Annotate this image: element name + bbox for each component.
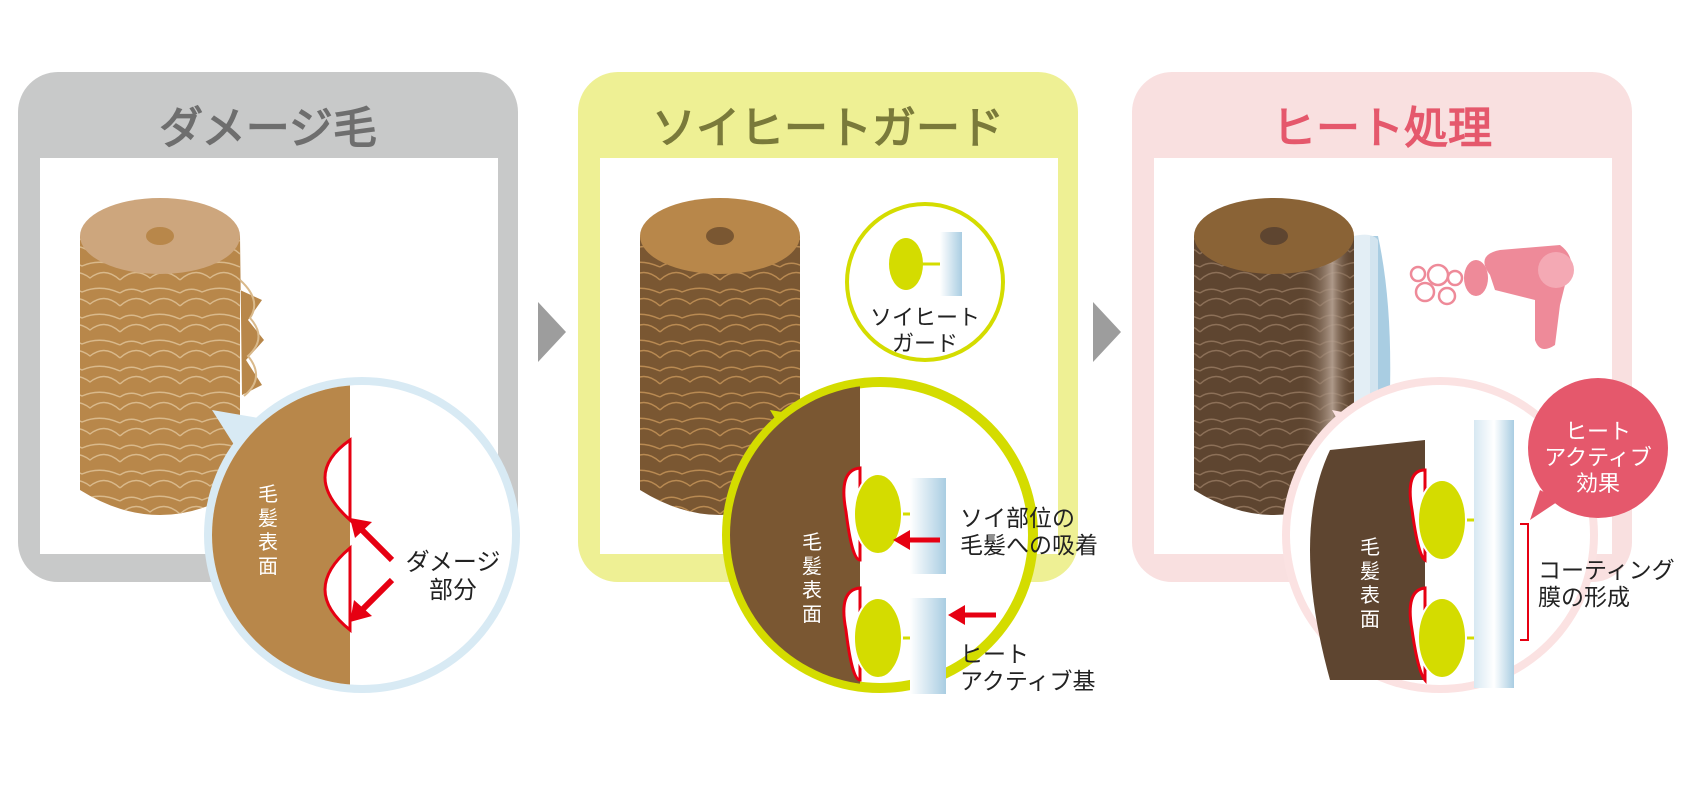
- hair-surface-label: 毛髪表面: [258, 482, 286, 578]
- damage-label: ダメージ 部分: [398, 548, 508, 604]
- hair-surface-label: 毛髪表面: [802, 530, 830, 626]
- effect-bubble-line-2: アクティブ: [1530, 446, 1666, 472]
- effect-bubble-label: ヒート アクティブ 効果: [1530, 420, 1666, 498]
- molecule-label: ソイヒート ガード: [870, 306, 980, 358]
- play-arrow-icon: [1093, 302, 1121, 362]
- coating-label-line-2: 膜の形成: [1538, 585, 1688, 612]
- adsorb-label-line-1: ソイ部位の: [960, 506, 1130, 533]
- adsorb-label: ソイ部位の 毛髪への吸着: [960, 506, 1130, 560]
- molecule-label-line-2: ガード: [870, 332, 980, 358]
- effect-bubble-line-3: 効果: [1530, 472, 1666, 498]
- coating-label-line-1: コーティング: [1538, 558, 1688, 585]
- damage-label-line-1: ダメージ: [398, 548, 508, 576]
- panel-damaged-hair: [18, 72, 520, 700]
- panel-2-title: ソイヒートガード: [578, 92, 1078, 156]
- damage-label-line-2: 部分: [398, 576, 508, 604]
- panel-1-title: ダメージ毛: [18, 92, 518, 156]
- hair-surface-label: 毛髪表面: [1360, 535, 1388, 631]
- effect-bubble-line-1: ヒート: [1530, 420, 1666, 446]
- heat-group-label: ヒート アクティブ基: [960, 642, 1130, 696]
- molecule-label-line-1: ソイヒート: [870, 306, 980, 332]
- play-arrow-icon: [538, 302, 566, 362]
- heat-group-label-line-2: アクティブ基: [960, 669, 1130, 696]
- zoom-damaged: [190, 377, 520, 700]
- coating-label: コーティング 膜の形成: [1538, 558, 1688, 612]
- adsorb-label-line-2: 毛髪への吸着: [960, 533, 1130, 560]
- panel-3-title: ヒート処理: [1132, 92, 1632, 156]
- heat-group-label-line-1: ヒート: [960, 642, 1130, 669]
